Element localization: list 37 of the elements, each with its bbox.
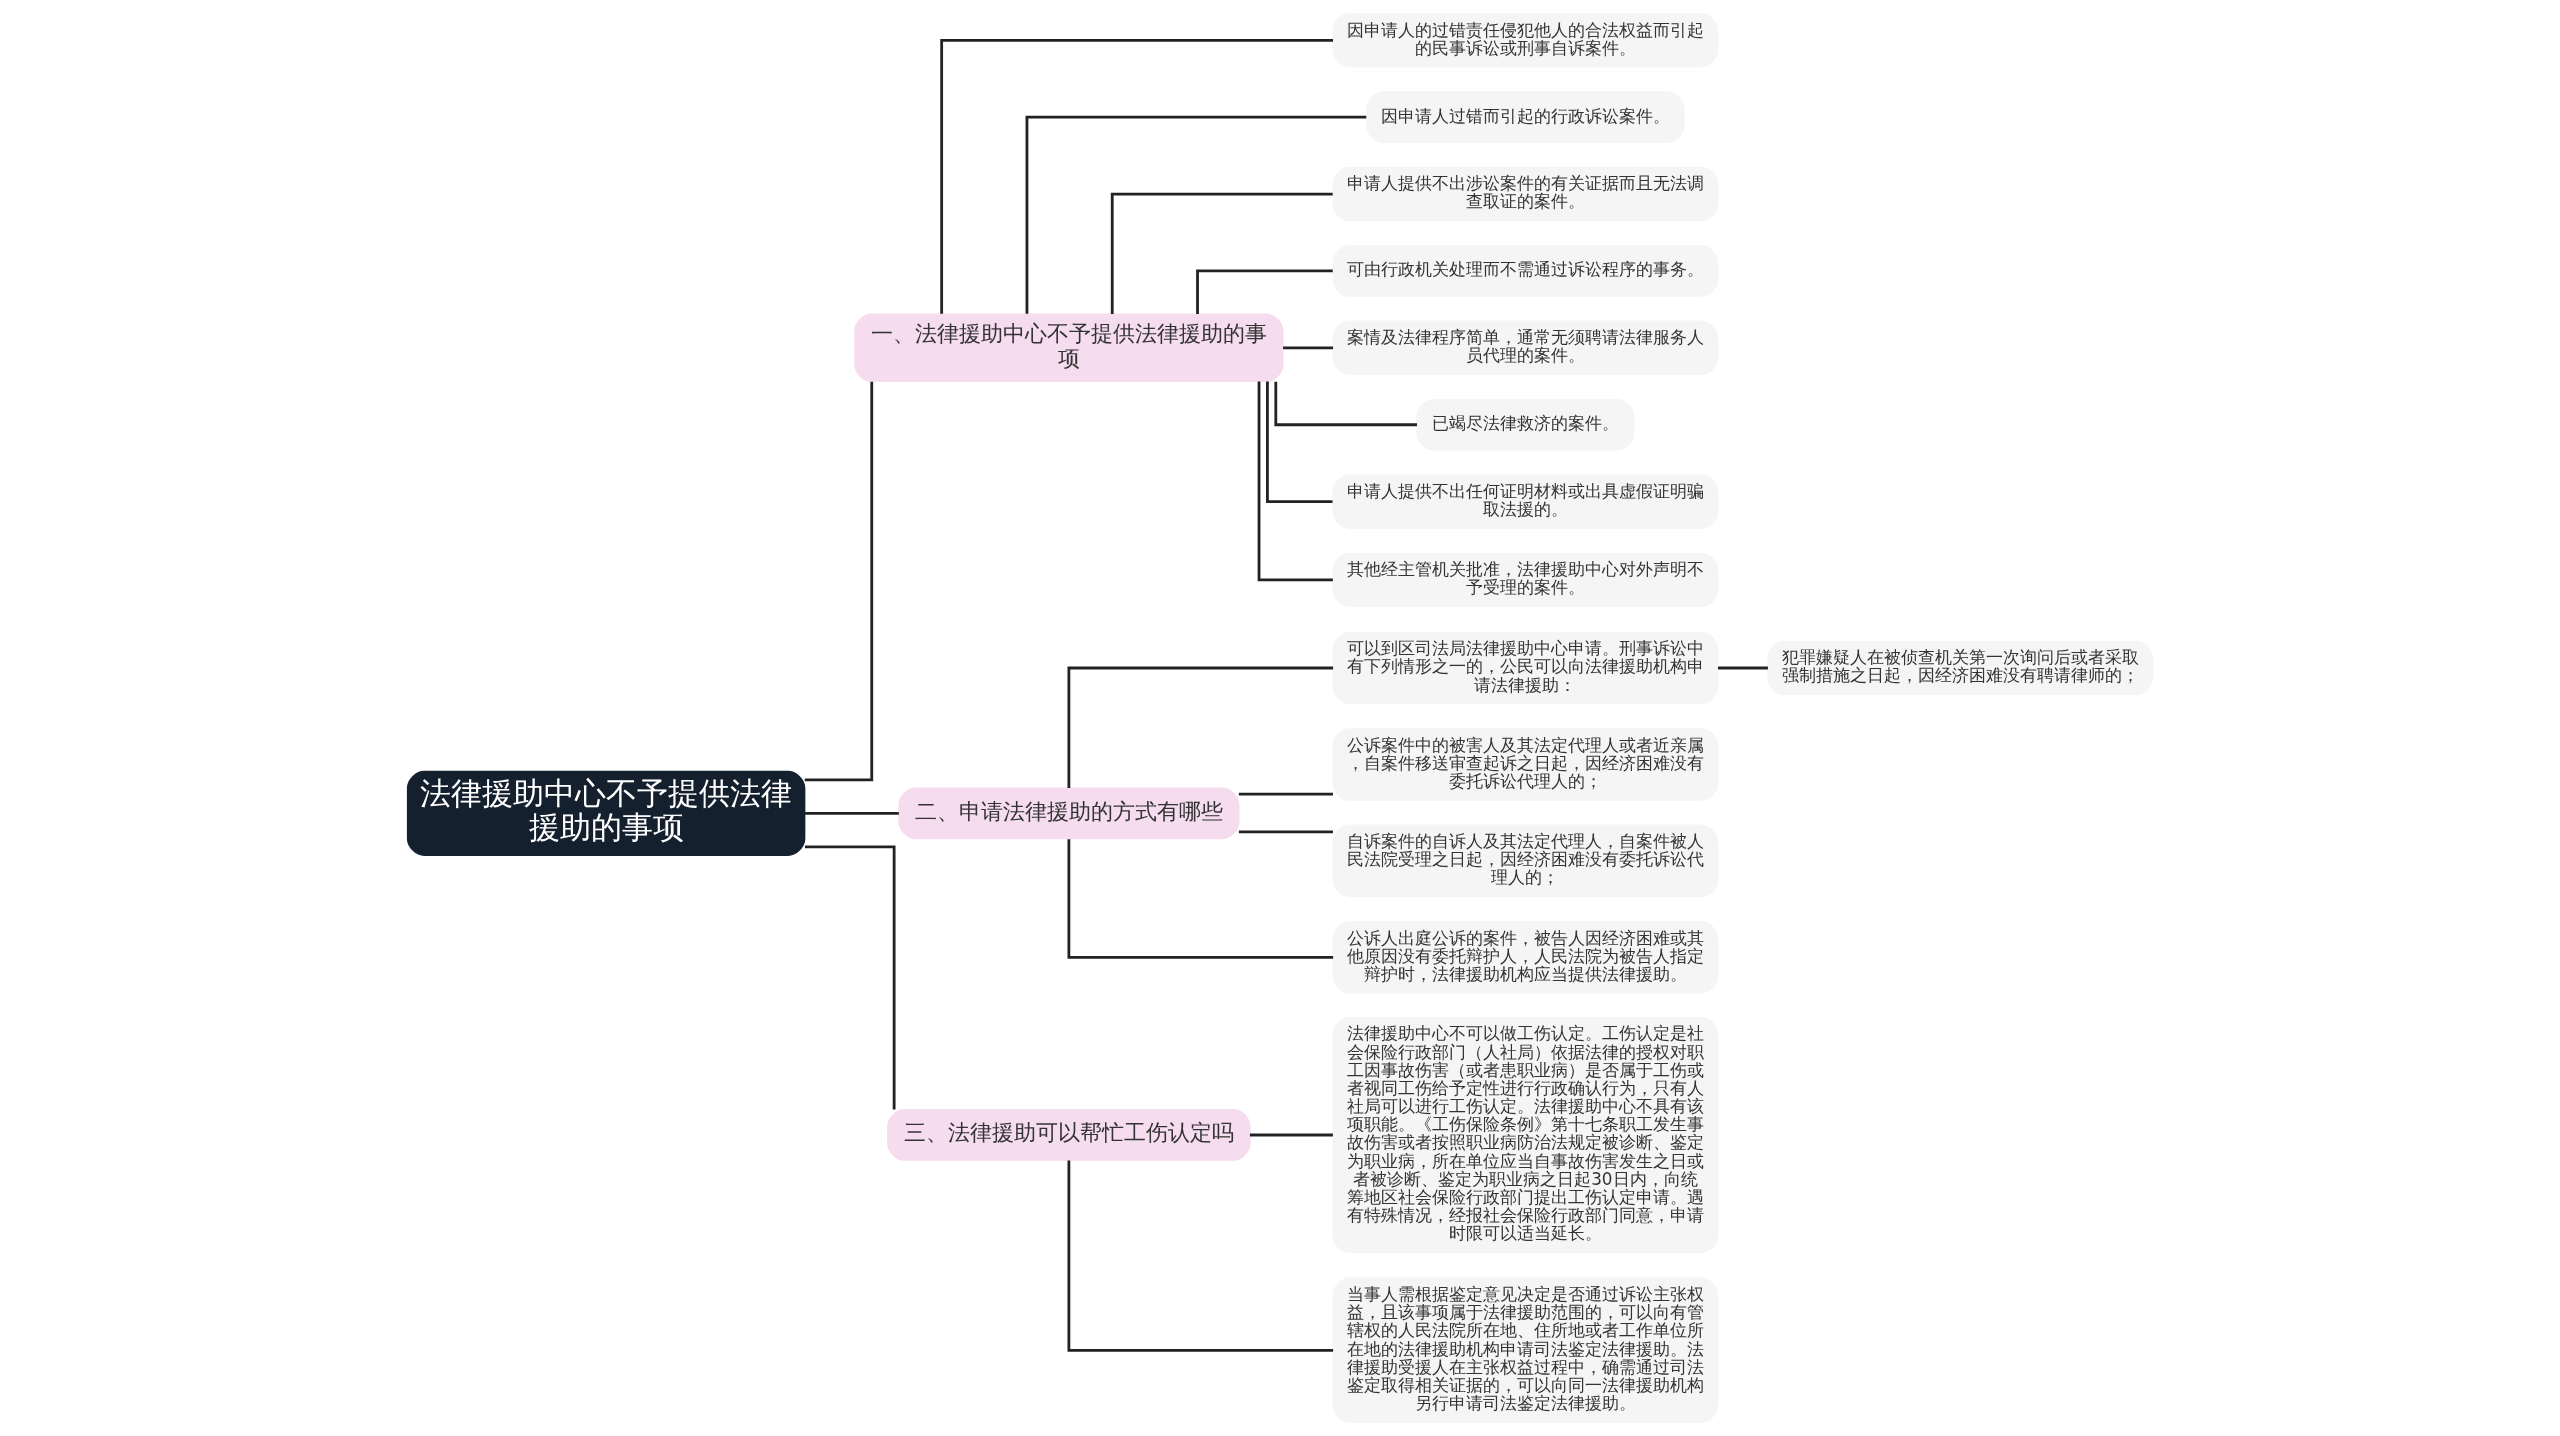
node-box: 二、申请法律援助的方式有哪些 — [898, 787, 1240, 840]
connector — [940, 38, 1334, 314]
connector — [1067, 839, 1334, 959]
node-box: 因申请人过错而引起的行政诉讼案件。 — [1366, 91, 1685, 144]
connector — [805, 812, 899, 815]
node-box: 公诉案件中的被害人及其法定代理人或者近亲属，自案件移送审查起诉之日起，因经济困难没有委托诉讼代理人的； — [1332, 728, 1719, 801]
node-box: 三、法律援助可以帮忙工伤认定吗 — [887, 1109, 1251, 1161]
node-box: 法律援助中心不予提供法律援助的事项 — [406, 770, 806, 857]
node-box: 可以到区司法局法律援助中心申请。刑事诉讼中有下列情形之一的，公民可以向法律援助机构申请法律援助： — [1332, 631, 1719, 705]
node-box: 公诉人出庭公诉的案件，被告人因经济困难或其他原因没有委托辩护人，人民法院为被告人指定辩护时，法律援助机构应当提供法律援助。 — [1332, 921, 1719, 994]
node-box: 一、法律援助中心不予提供法律援助的事项 — [854, 313, 1284, 383]
node-box: 申请人提供不出涉讼案件的有关证据而且无法调查取证的案件。 — [1332, 166, 1719, 222]
node-box: 申请人提供不出任何证明材料或出具虚假证明骗取法援的。 — [1332, 474, 1719, 529]
node-box: 法律援助中心不可以做工伤认定。工伤认定是社会保险行政部门（人社局）依据法律的授权对职工因事故伤害（或者患职业病）是否属于工伤或者视同工伤给予定性进行行政确认行为，只有人社局可以进行工伤认定。法律援助中心不具有该项职能。《工伤保险条例》第十七条职工发生事故伤害或者按照职业病防治法规定被诊断、鉴定为职业病，所在单位应当自事故伤害发生之日或者被诊断、鉴定为职业病之日起30日内，向统筹地区社会保险行政部门提出工伤认定申请。遇有特殊情况，经报社会保险行政部门同意，申请时限可以适当延长。 — [1332, 1016, 1719, 1254]
node-box: 犯罪嫌疑人在被侦查机关第一次询问后或者采取强制措施之日起，因经济困难没有聘请律师的； — [1767, 640, 2154, 696]
connector — [1266, 381, 1333, 504]
connector — [1196, 269, 1333, 314]
connector — [1718, 666, 1768, 670]
node-box: 案情及法律程序简单，通常无须聘请法律服务人员代理的案件。 — [1332, 320, 1719, 376]
node-box: 因申请人的过错责任侵犯他人的合法权益而引起的民事诉讼或刑事自诉案件。 — [1332, 13, 1719, 68]
connector — [1283, 346, 1334, 350]
connector — [1025, 115, 1367, 314]
connector — [1257, 381, 1333, 582]
connector — [804, 845, 896, 1110]
connector — [1067, 666, 1334, 789]
node-box: 已竭尽法律救济的案件。 — [1416, 398, 1635, 451]
node-box: 其他经主管机关批准，法律援助中心对外声明不予受理的案件。 — [1332, 552, 1719, 608]
connector — [1238, 830, 1333, 834]
node-box: 自诉案件的自诉人及其法定代理人，自案件被人民法院受理之日起，因经济困难没有委托诉讼代理人的； — [1332, 824, 1719, 898]
connector — [1067, 1160, 1334, 1352]
connector — [1274, 381, 1417, 427]
connector — [1238, 792, 1333, 796]
connector — [804, 381, 874, 782]
node-box: 可由行政机关处理而不需通过诉讼程序的事务。 — [1332, 245, 1719, 297]
node-box: 当事人需根据鉴定意见决定是否通过诉讼主张权益，且该事项属于法律援助范围的，可以向有管辖权的人民法院所在地、住所地或者工作单位所在地的法律援助机构申请司法鉴定法律援助。法律援助受援人在主张权益过程中，确需通过司法鉴定取得相关证据的，可以向同一法律援助机构另行申请司法鉴定法律援助。 — [1332, 1277, 1719, 1423]
connector — [1249, 1133, 1333, 1137]
connector — [1110, 192, 1333, 315]
